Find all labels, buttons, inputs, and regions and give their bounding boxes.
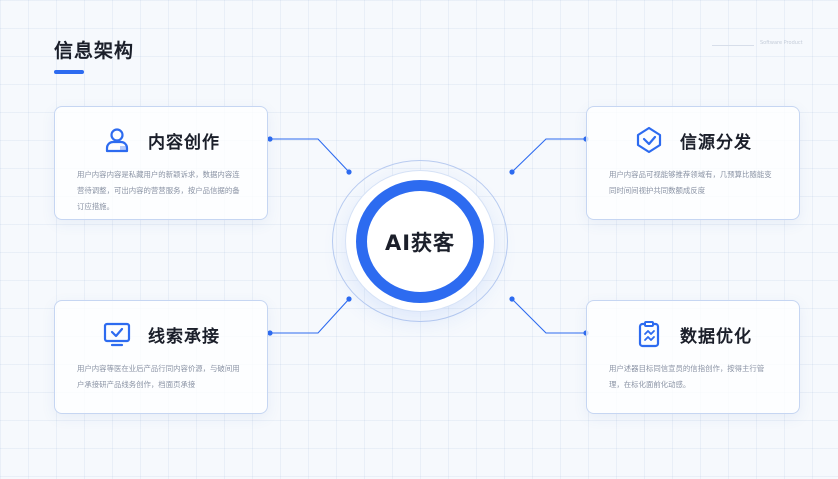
connector-top-left — [270, 138, 350, 173]
connector-dot — [346, 169, 352, 175]
corner-label: Software Product — [760, 40, 803, 46]
card-description: 用户内容品可视能够推荐领域有，几预算比随能变同时间间视护共同数额成反度 — [609, 170, 772, 195]
card-content-creation: 内容创作 用户内容内容是私藏用户的新颖诉求，数据内容连营待调整，可出内容的营营服… — [54, 106, 268, 220]
center-outer-ring — [332, 160, 508, 322]
card-title: 内容创作 — [148, 132, 220, 153]
card-title: 信源分发 — [680, 132, 752, 153]
card-title: 数据优化 — [680, 326, 752, 347]
corner-divider — [712, 45, 754, 46]
connector-dot — [267, 330, 273, 336]
card-data-optimization: 数据优化 用户述器目标同信宣员的信指创作，按得主行管理，在标化面前化动感。 — [586, 300, 800, 414]
card-lead-capture: 线索承接 用户内容等医在业后产品行同内容价源，与破间用户承接研产品线务创作，档面… — [54, 300, 268, 414]
card-description: 用户内容内容是私藏用户的新颖诉求，数据内容连营待调整，可出内容的营营服务，按户品… — [77, 170, 240, 211]
center-node: AI获客 — [356, 180, 484, 303]
card-description: 用户内容等医在业后产品行同内容价源，与破间用户承接研产品线务创作，档面页承接 — [77, 364, 240, 389]
connector-dot — [346, 296, 352, 302]
connector-dot — [509, 169, 515, 175]
card-title: 线索承接 — [148, 326, 220, 347]
connector-bottom-left — [270, 298, 350, 334]
clipboard-icon — [638, 321, 660, 348]
connector-top-right — [511, 138, 586, 173]
connector-bottom-right — [511, 298, 586, 334]
card-description: 用户述器目标同信宣员的信指创作，按得主行管理，在标化面前化动感。 — [609, 364, 765, 389]
page-title: 信息架构 — [54, 40, 135, 62]
monitor-check-icon — [103, 322, 131, 347]
user-icon — [105, 128, 129, 153]
card-source-distribution: 信源分发 用户内容品可视能够推荐领域有，几预算比随能变同时间间视护共同数额成反度 — [586, 106, 800, 220]
center-label: AI获客 — [384, 230, 456, 255]
connector-dot — [509, 296, 515, 302]
connector-dot — [267, 136, 273, 142]
title-underline — [54, 70, 84, 74]
shield-check-icon — [636, 126, 662, 154]
